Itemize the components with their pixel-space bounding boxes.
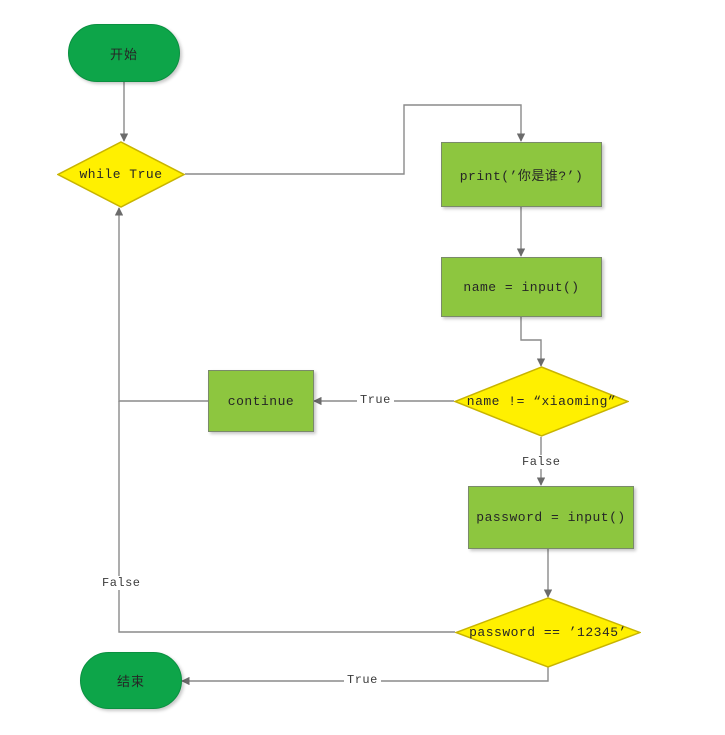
- node-password-check-label: password == ’12345’: [469, 625, 627, 640]
- diamond-shape: [57, 141, 185, 208]
- edge-label-password-check-true: True: [344, 673, 381, 687]
- edge-name-input-to-name-check: [520, 317, 546, 367]
- node-start[interactable]: 开始: [68, 24, 180, 82]
- node-name-check[interactable]: name != “xiaoming”: [454, 366, 629, 437]
- node-print-label: print(’你是谁?’): [459, 169, 584, 184]
- node-print[interactable]: print(’你是谁?’): [441, 142, 602, 207]
- node-name-input-label: name = input(): [463, 279, 580, 295]
- edge-label-name-check-false: False: [519, 455, 564, 469]
- diamond-shape: [455, 597, 641, 668]
- node-end[interactable]: 结束: [80, 652, 182, 709]
- diamond-shape: [454, 366, 629, 437]
- edge-while-to-print: [185, 104, 526, 175]
- node-while-true[interactable]: while True: [57, 141, 185, 208]
- node-while-true-label: while True: [79, 167, 163, 182]
- node-end-label: 结束: [116, 675, 145, 690]
- node-password-input[interactable]: password = input(): [468, 486, 634, 549]
- node-password-input-label: password = input(): [476, 510, 626, 525]
- edge-password-check-true-to-end: [181, 667, 549, 686]
- node-password-check[interactable]: password == ’12345’: [455, 597, 641, 668]
- edge-password-check-false-to-while: [118, 401, 455, 633]
- edge-label-name-check-true: True: [357, 393, 394, 407]
- node-name-check-label: name != “xiaoming”: [466, 394, 617, 409]
- node-start-label: 开始: [109, 47, 138, 63]
- node-continue-label: continue: [227, 393, 295, 409]
- edge-label-password-check-false: False: [99, 576, 144, 590]
- edge-continue-to-while: [114, 207, 208, 402]
- node-continue[interactable]: continue: [208, 370, 314, 432]
- node-name-input[interactable]: name = input(): [441, 257, 602, 317]
